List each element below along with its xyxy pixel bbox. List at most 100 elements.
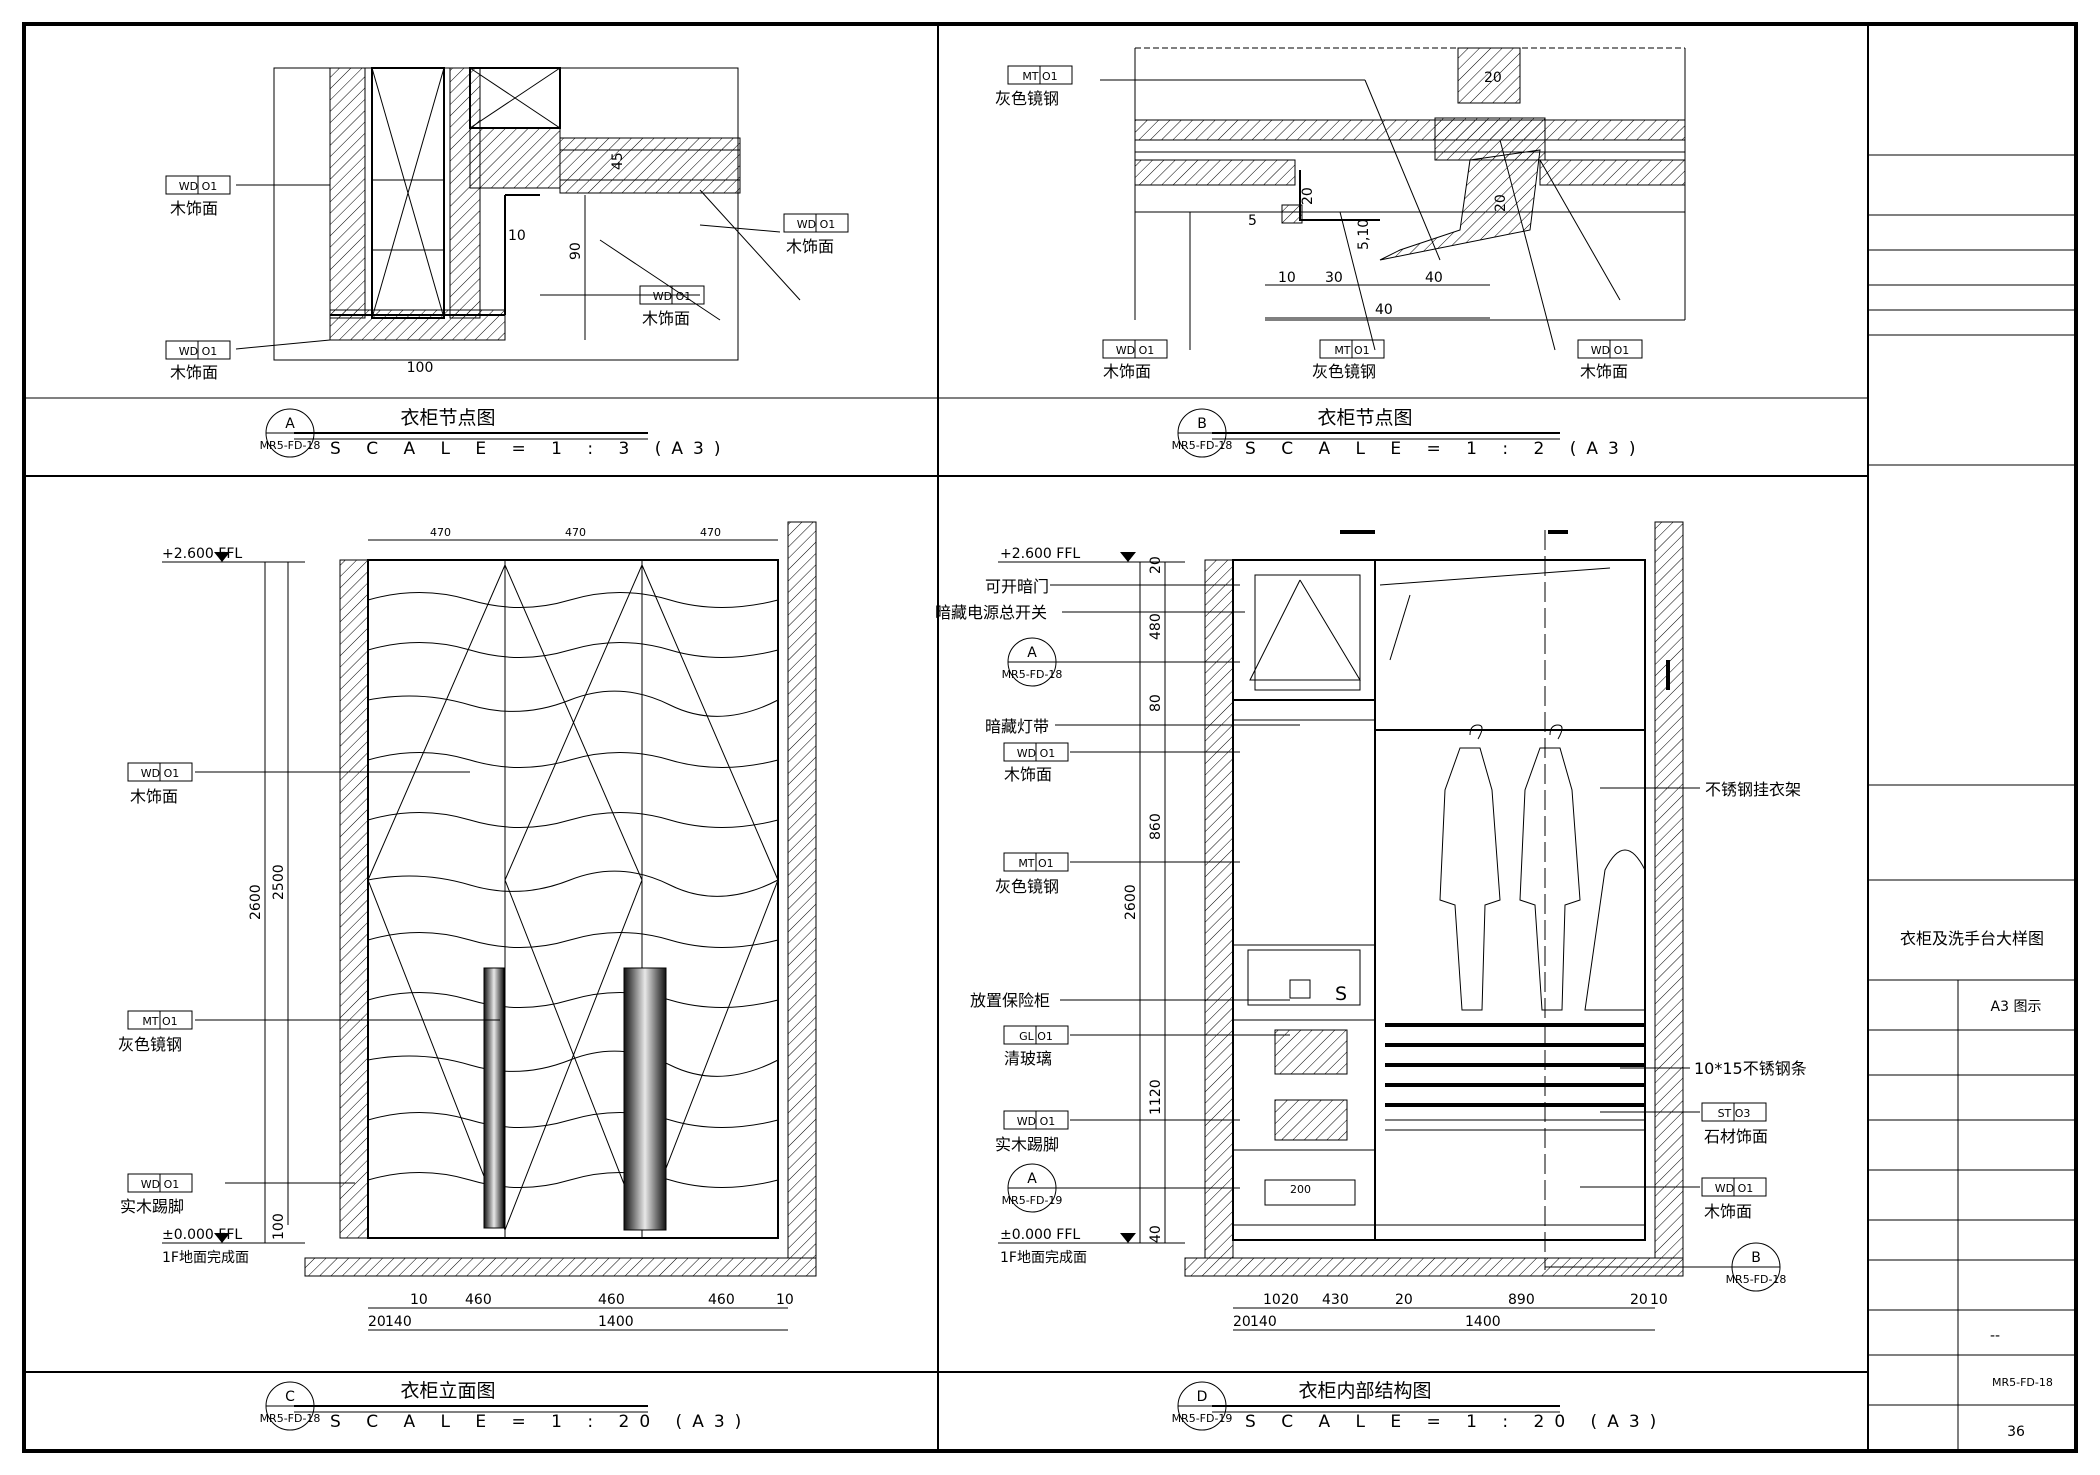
title-block: 衣柜及洗手台大样图 A3 图示 -- MR5-FD-18 36: [1868, 154, 2076, 1451]
view-d-code-4: WD O1: [1017, 1115, 1056, 1128]
view-a-label-wood-4: 木饰面: [642, 309, 690, 328]
view-c-dim-100: 100: [271, 1213, 287, 1240]
view-b-dim-20-top: 20: [1484, 70, 1502, 86]
view-c-dim-470-b: 470: [565, 526, 586, 539]
view-a-label-wood-1: 木饰面: [170, 199, 218, 218]
view-d-dim-200: 200: [1290, 1183, 1311, 1196]
view-d-label-hidden-door: 可开暗门: [985, 577, 1049, 596]
view-a-code-2: WD O1: [179, 345, 218, 358]
view-d-dim-2600: 2600: [1123, 884, 1139, 920]
view-b-dim-5: 5: [1248, 213, 1257, 229]
view-a-node-detail: 100 90 10 45 WD O1 木饰面 WD O1 木饰面 WD O1 木…: [165, 67, 849, 459]
view-d-callout-a2-ref: MR5-FD-19: [1002, 1194, 1063, 1207]
drawing-number: MR5-FD-18: [1992, 1376, 2053, 1389]
view-d-label-wood-2: 木饰面: [1704, 1202, 1752, 1221]
view-a-code-1: WD O1: [179, 180, 218, 193]
view-d-level-bottom: ±0.000 FFL: [1000, 1227, 1080, 1243]
view-c-door-handle-left: [483, 967, 505, 1229]
view-c-elevation: 470 470 470 +2.600 FFL ±0.000 FFL 1F地面完成…: [118, 521, 817, 1432]
title-block-dash: --: [1990, 1328, 2000, 1344]
view-d-label-switch: 暗藏电源总开关: [935, 603, 1047, 622]
view-d-label-rail: 不锈钢挂衣架: [1705, 780, 1801, 799]
view-d-label-bars: 10*15不锈钢条: [1694, 1059, 1807, 1078]
view-b-node-detail: 20 20 5 5,10 20 10 30 40 40 MT O1 灰色镜钢 W…: [995, 47, 1686, 459]
view-d-label-safe: 放置保险柜: [970, 991, 1050, 1010]
view-d-dim-20-a: 20: [1281, 1292, 1299, 1308]
view-b-label-mirror-2: 灰色镜钢: [1312, 362, 1376, 381]
view-c-level-bottom: ±0.000 FFL: [162, 1227, 242, 1243]
view-b-code-3: MT O1: [1334, 344, 1369, 357]
view-d-callout-b-ref: MR5-FD-18: [1726, 1273, 1787, 1286]
view-b-code-4: WD O1: [1591, 344, 1630, 357]
view-d-label-skirting: 实木踢脚: [995, 1135, 1059, 1154]
view-c-label-mirror: 灰色镜钢: [118, 1035, 182, 1054]
view-d-dim-10: 10: [1263, 1292, 1281, 1308]
view-b-dim-40-a: 40: [1425, 270, 1443, 286]
view-d-code-3: GL O1: [1019, 1030, 1053, 1043]
view-c-label-wood: 木饰面: [130, 787, 178, 806]
view-a-ref: MR5-FD-18: [260, 439, 321, 452]
view-c-wood-grain: [367, 592, 779, 1188]
view-b-tag: B: [1197, 416, 1207, 432]
view-c-dim-10-a: 10: [410, 1292, 428, 1308]
view-a-dim-10: 10: [508, 228, 526, 244]
view-b-dim-10: 10: [1278, 270, 1296, 286]
view-d-callout-a-ref: MR5-FD-18: [1002, 668, 1063, 681]
view-d-callout-a2-tag: A: [1027, 1171, 1037, 1187]
view-d-dim-20-c: 20: [1630, 1292, 1648, 1308]
view-a-scale: S C A L E = 1 : 3 (A3): [330, 439, 730, 459]
view-d-code-5: ST O3: [1718, 1107, 1751, 1120]
view-d-dim-890: 890: [1508, 1292, 1535, 1308]
view-c-dim-2500: 2500: [271, 864, 287, 900]
view-a-dim-100: 100: [407, 360, 434, 376]
view-d-internal-structure: S +2.600 FFL: [935, 521, 1807, 1432]
view-d-callout-b-tag: B: [1751, 1250, 1761, 1266]
view-b-ref: MR5-FD-18: [1172, 439, 1233, 452]
view-b-code-1: MT O1: [1022, 70, 1057, 83]
view-b-dim-5-10: 5,10: [1356, 219, 1372, 250]
view-d-dim-20-b: 20: [1395, 1292, 1413, 1308]
paper-note: A3 图示: [1991, 999, 2042, 1015]
view-c-dim-470-a: 470: [430, 526, 451, 539]
view-d-code-6: WD O1: [1715, 1182, 1754, 1195]
view-d-title: 衣柜内部结构图: [1298, 1380, 1431, 1402]
view-d-label-stone: 石材饰面: [1704, 1127, 1768, 1146]
drawing-title: 衣柜及洗手台大样图: [1900, 929, 2044, 948]
view-d-dim-20-d: 20: [1233, 1314, 1251, 1330]
view-a-code-4: WD O1: [653, 290, 692, 303]
view-a-title: 衣柜节点图: [400, 407, 495, 429]
view-a-label-wood-3: 木饰面: [786, 237, 834, 256]
view-c-code-3: WD O1: [141, 1178, 180, 1191]
view-c-code-2: MT O1: [142, 1015, 177, 1028]
view-c-dim-470-c: 470: [700, 526, 721, 539]
view-d-tag: D: [1197, 1389, 1208, 1405]
view-d-dim-20: 20: [1148, 556, 1164, 574]
view-c-title: 衣柜立面图: [400, 1380, 495, 1402]
view-c-dim-460-b: 460: [598, 1292, 625, 1308]
view-b-scale: S C A L E = 1 : 2 (A3): [1245, 439, 1645, 459]
view-d-label-glass: 清玻璃: [1004, 1049, 1052, 1068]
view-b-code-2: WD O1: [1116, 344, 1155, 357]
view-c-ref: MR5-FD-18: [260, 1412, 321, 1425]
view-a-code-3: WD O1: [797, 218, 836, 231]
view-d-level-top: +2.600 FFL: [1000, 546, 1080, 562]
view-d-label-light: 暗藏灯带: [985, 717, 1049, 736]
view-d-code-2: MT O1: [1018, 857, 1053, 870]
view-d-dim-80: 80: [1148, 694, 1164, 712]
view-c-tag: C: [285, 1389, 295, 1405]
view-c-dim-20: 20: [368, 1314, 386, 1330]
view-b-label-mirror-1: 灰色镜钢: [995, 89, 1059, 108]
view-d-label-wood-1: 木饰面: [1004, 765, 1052, 784]
view-b-label-wood-1: 木饰面: [1103, 362, 1151, 381]
view-d-level-floor: 1F地面完成面: [1000, 1250, 1087, 1266]
view-c-dim-140: 140: [385, 1314, 412, 1330]
view-d-ref: MR5-FD-19: [1172, 1412, 1233, 1425]
view-b-dim-20-right: 20: [1493, 194, 1509, 212]
view-d-callout-a-tag: A: [1027, 645, 1037, 661]
view-d-dim-860: 860: [1148, 813, 1164, 840]
view-c-dim-10-b: 10: [776, 1292, 794, 1308]
view-c-code-1: WD O1: [141, 767, 180, 780]
view-c-label-skirting: 实木踢脚: [120, 1197, 184, 1216]
view-b-dim-40-b: 40: [1375, 302, 1393, 318]
